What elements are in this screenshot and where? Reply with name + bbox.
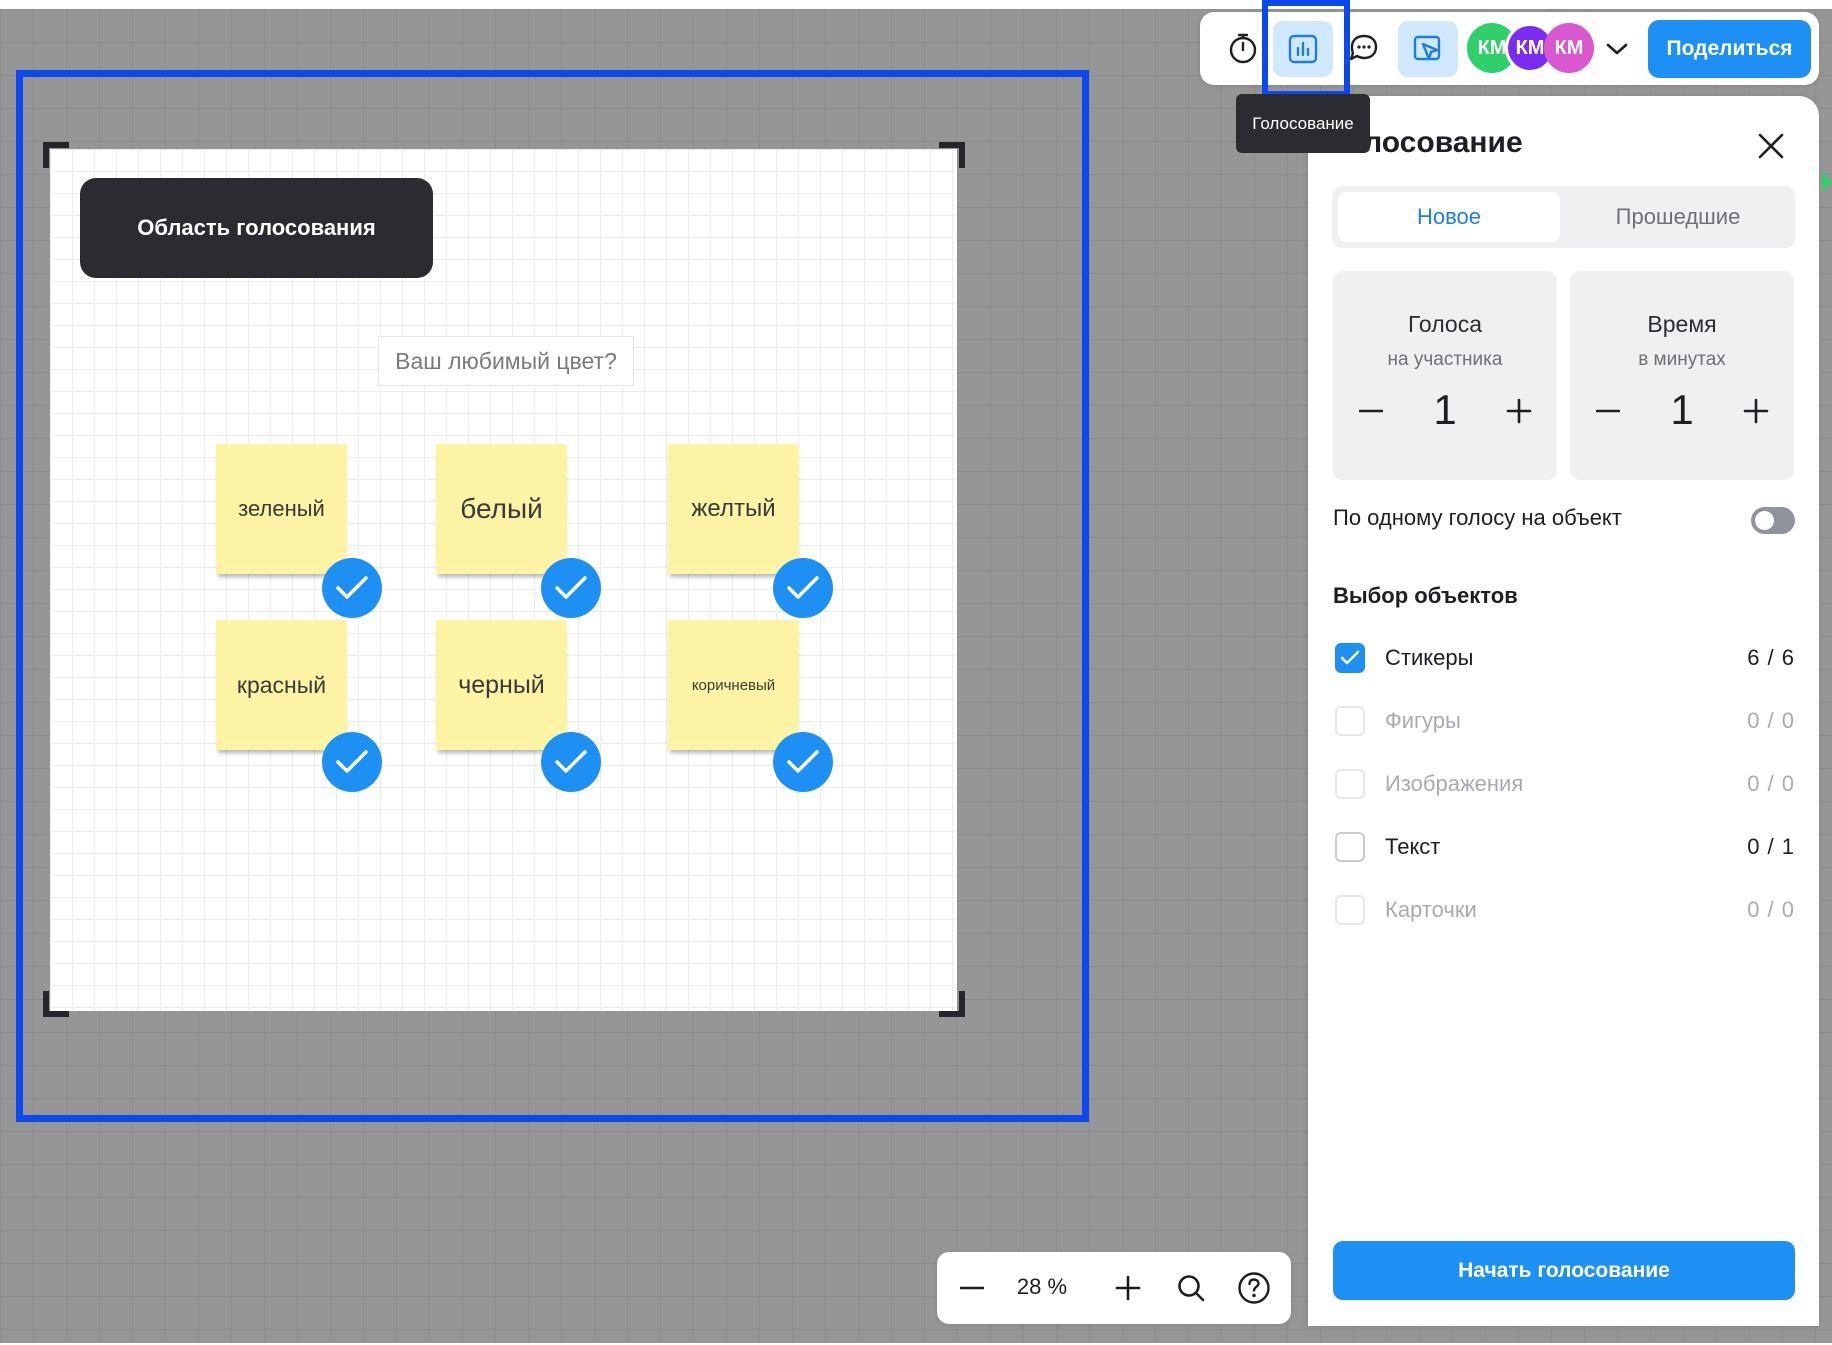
help-icon[interactable] bbox=[1232, 1266, 1276, 1310]
close-icon[interactable] bbox=[1753, 128, 1789, 164]
frame-corner-top-right bbox=[939, 142, 965, 168]
sticker[interactable]: желтый bbox=[668, 444, 799, 574]
voting-area-label[interactable]: Область голосования bbox=[80, 178, 433, 278]
time-decrement-button[interactable] bbox=[1588, 389, 1628, 433]
object-count: 0 / 0 bbox=[1747, 708, 1795, 733]
pointer-icon[interactable] bbox=[1398, 21, 1458, 77]
votes-value: 1 bbox=[1433, 386, 1457, 433]
zoom-bar: 28 % bbox=[937, 1252, 1291, 1324]
stickers-checkbox[interactable] bbox=[1335, 643, 1365, 673]
canvas-bottom-edge bbox=[0, 1343, 1832, 1345]
sticker[interactable]: белый bbox=[436, 444, 567, 574]
chat-icon[interactable] bbox=[1340, 23, 1390, 73]
zoom-level[interactable]: 28 % bbox=[1016, 1274, 1068, 1299]
time-increment-button[interactable] bbox=[1736, 389, 1776, 433]
tab-past[interactable]: Прошедшие bbox=[1615, 204, 1741, 229]
vote-check-icon[interactable] bbox=[541, 732, 601, 792]
cards-checkbox bbox=[1335, 895, 1365, 925]
objects-heading: Выбор объектов bbox=[1333, 583, 1518, 608]
votes-title: Голоса bbox=[1408, 311, 1482, 337]
zoom-in-button[interactable] bbox=[1106, 1266, 1150, 1310]
timer-icon[interactable] bbox=[1218, 23, 1268, 73]
time-title: Время bbox=[1647, 311, 1717, 337]
object-row-stickers[interactable]: Стикеры 6 / 6 bbox=[1335, 641, 1795, 675]
share-button[interactable]: Поделиться bbox=[1648, 20, 1811, 78]
one-vote-per-object-toggle[interactable] bbox=[1751, 507, 1795, 534]
one-vote-per-object-label: По одному голосу на объект bbox=[1333, 505, 1622, 530]
search-icon[interactable] bbox=[1169, 1266, 1213, 1310]
shapes-checkbox bbox=[1335, 706, 1365, 736]
sticker[interactable]: зеленый bbox=[216, 444, 347, 574]
object-label: Изображения bbox=[1385, 771, 1524, 796]
tab-new[interactable]: Новое bbox=[1338, 192, 1560, 242]
text-checkbox[interactable] bbox=[1335, 832, 1365, 862]
vote-check-icon[interactable] bbox=[322, 558, 382, 618]
sticker-text: красный bbox=[236, 671, 327, 698]
vote-check-icon[interactable] bbox=[541, 558, 601, 618]
vote-check-icon[interactable] bbox=[773, 558, 833, 618]
toggle-knob bbox=[1755, 511, 1774, 530]
voting-chart-icon[interactable] bbox=[1273, 21, 1333, 77]
frame-corner-bottom-right bbox=[939, 991, 965, 1017]
sticker[interactable]: красный bbox=[216, 620, 347, 750]
start-voting-button[interactable]: Начать голосование bbox=[1333, 1241, 1795, 1300]
sticker-text: черный bbox=[458, 670, 545, 699]
object-row-images: Изображения 0 / 0 bbox=[1335, 767, 1795, 801]
sticker-text: коричневый bbox=[691, 676, 776, 694]
voting-button-selection bbox=[1262, 0, 1350, 97]
vote-check-icon[interactable] bbox=[322, 732, 382, 792]
sticker-text: желтый bbox=[691, 495, 776, 522]
object-label: Фигуры bbox=[1385, 708, 1461, 733]
voting-tooltip: Голосование bbox=[1236, 94, 1370, 153]
object-label: Текст bbox=[1385, 834, 1441, 859]
question-text[interactable]: Ваш любимый цвет? bbox=[378, 336, 634, 386]
object-count: 0 / 0 bbox=[1747, 771, 1795, 796]
zoom-out-button[interactable] bbox=[950, 1266, 994, 1310]
images-checkbox bbox=[1335, 769, 1365, 799]
panel-tabs: Новое Прошедшие bbox=[1332, 186, 1795, 248]
object-label: Стикеры bbox=[1385, 645, 1474, 670]
time-stepper: Время в минутах 1 bbox=[1570, 271, 1794, 480]
frame-corner-top-left bbox=[43, 142, 69, 168]
avatar[interactable]: КМ bbox=[1467, 23, 1517, 73]
object-row-text[interactable]: Текст 0 / 1 bbox=[1335, 830, 1795, 864]
sticker[interactable]: черный bbox=[436, 620, 567, 750]
votes-decrement-button[interactable] bbox=[1351, 389, 1391, 433]
object-count: 0 / 1 bbox=[1747, 834, 1795, 859]
object-count: 6 / 6 bbox=[1747, 645, 1795, 670]
time-value: 1 bbox=[1670, 386, 1694, 433]
votes-stepper: Голоса на участника 1 bbox=[1333, 271, 1557, 480]
sticker[interactable]: коричневый bbox=[668, 620, 799, 750]
chevron-down-icon[interactable] bbox=[1600, 33, 1634, 65]
object-row-cards: Карточки 0 / 0 bbox=[1335, 893, 1795, 927]
time-subtitle: в минутах bbox=[1638, 349, 1726, 370]
object-label: Карточки bbox=[1385, 897, 1477, 922]
object-row-shapes: Фигуры 0 / 0 bbox=[1335, 704, 1795, 738]
edge-marker bbox=[1822, 172, 1832, 192]
votes-subtitle: на участника bbox=[1387, 349, 1503, 370]
frame-corner-bottom-left bbox=[43, 991, 69, 1017]
sticker-text: белый bbox=[460, 493, 543, 524]
object-count: 0 / 0 bbox=[1747, 897, 1795, 922]
voting-area-selection bbox=[16, 70, 1089, 1122]
sticker-text: зеленый bbox=[238, 496, 325, 521]
votes-increment-button[interactable] bbox=[1499, 389, 1539, 433]
avatar[interactable]: КМ bbox=[1544, 23, 1594, 73]
vote-check-icon[interactable] bbox=[773, 732, 833, 792]
